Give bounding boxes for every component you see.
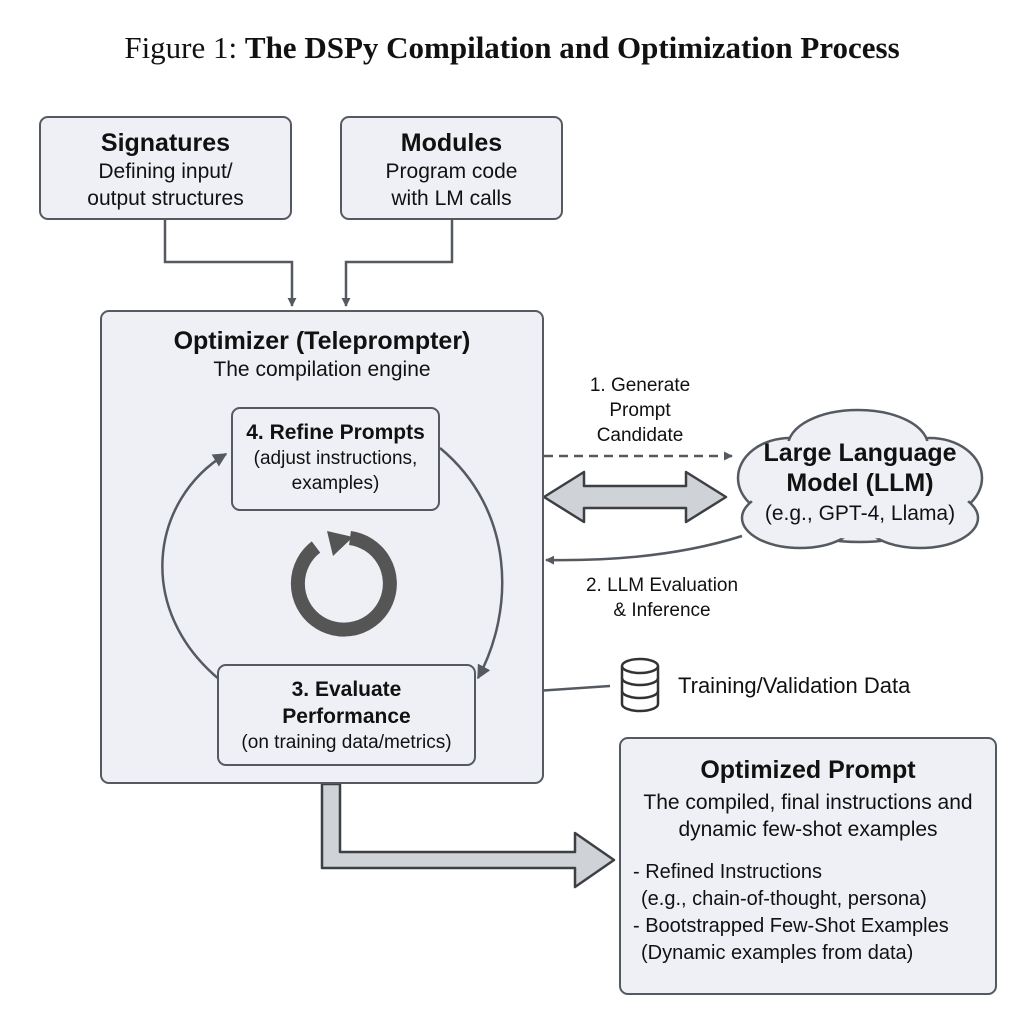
llm-subtitle: (e.g., GPT-4, Llama): [764, 502, 956, 525]
evaluate-title-2: Performance: [282, 705, 411, 728]
signatures-to-optimizer-arrow: [163, 220, 297, 307]
evaluate-line1: (on training data/metrics): [241, 732, 452, 753]
signatures-box: Signatures Defining input/ output struct…: [39, 116, 292, 220]
step1-label: 1. Generate Prompt Candidate: [554, 373, 726, 448]
step1-line3: Candidate: [596, 425, 684, 446]
database-icon: [620, 657, 660, 713]
signatures-line2: output structures: [87, 187, 244, 210]
step2-line2: & Inference: [613, 600, 711, 621]
modules-box: Modules Program code with LM calls: [340, 116, 563, 220]
output-bullet-4: (Dynamic examples from data): [641, 942, 914, 964]
figure-label: Figure 1:: [124, 30, 238, 65]
refine-prompts-box: 4. Refine Prompts (adjust instructions, …: [231, 407, 440, 511]
figure-title-text: The DSPy Compilation and Optimization Pr…: [244, 30, 900, 65]
output-bullet-3: - Bootstrapped Few-Shot Examples: [633, 915, 949, 937]
evaluate-title-1: 3. Evaluate: [291, 678, 402, 701]
output-bullets: - Refined Instructions (e.g., chain-of-t…: [621, 859, 995, 967]
bidirectional-exchange-arrow: [542, 470, 728, 524]
llm-title-1: Large Language: [763, 439, 957, 467]
step2-line1: 2. LLM Evaluation: [585, 575, 739, 596]
optimizer-title: Optimizer (Teleprompter): [173, 327, 471, 355]
signatures-line1: Defining input/: [98, 160, 233, 183]
refine-line1: (adjust instructions,: [253, 448, 418, 469]
output-line2: dynamic few-shot examples: [678, 818, 938, 841]
evaluate-performance-box: 3. Evaluate Performance (on training dat…: [217, 664, 476, 766]
llm-cloud-fill: [741, 413, 979, 545]
refine-line2: examples): [291, 473, 380, 494]
figure-title: Figure 1: The DSPy Compilation and Optim…: [0, 30, 1024, 66]
step2-label: 2. LLM Evaluation & Inference: [552, 573, 772, 623]
output-arrow: [320, 782, 616, 889]
refine-title: 4. Refine Prompts: [246, 421, 425, 444]
modules-line2: with LM calls: [391, 187, 512, 210]
step1-line1: 1. Generate: [589, 375, 691, 396]
modules-title: Modules: [400, 129, 503, 157]
optimizer-subtitle: The compilation engine: [213, 358, 431, 381]
modules-line1: Program code: [385, 160, 518, 183]
optimized-prompt-box: Optimized Prompt The compiled, final ins…: [619, 737, 997, 995]
llm-title-2: Model (LLM): [786, 469, 934, 497]
signatures-title: Signatures: [100, 129, 231, 157]
output-bullet-1: - Refined Instructions: [633, 861, 822, 883]
modules-to-optimizer-arrow: [341, 220, 454, 307]
step1-line2: Prompt: [609, 400, 671, 421]
output-line1: The compiled, final instructions and: [643, 791, 973, 814]
llm-label: Large Language Model (LLM) (e.g., GPT-4,…: [740, 438, 980, 527]
output-title: Optimized Prompt: [700, 756, 916, 784]
output-bullet-2: (e.g., chain-of-thought, persona): [641, 888, 927, 910]
llm-evaluation-arrow: [545, 534, 743, 565]
training-data-label: Training/Validation Data: [678, 673, 911, 698]
